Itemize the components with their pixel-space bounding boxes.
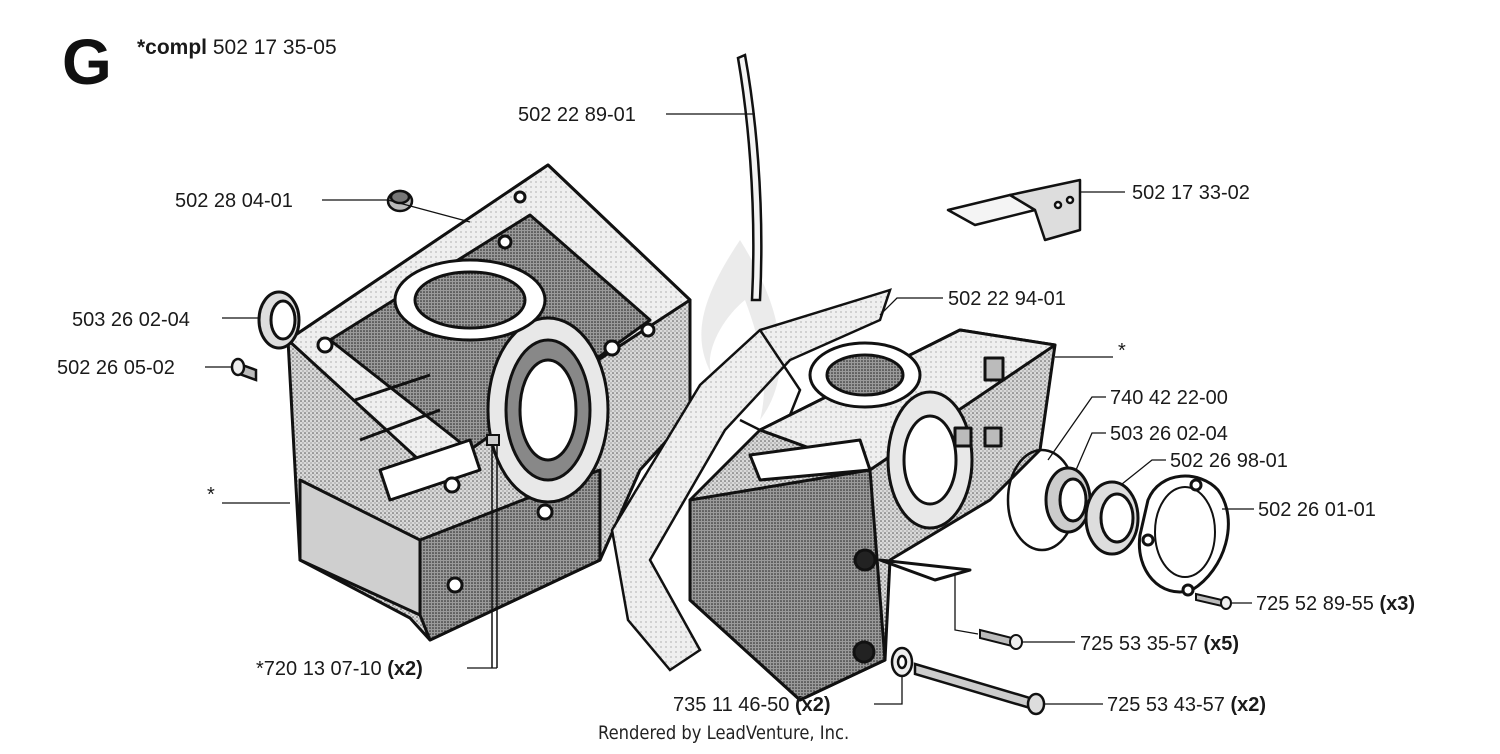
part-hose <box>736 53 763 302</box>
dowel-pin-number: *720 13 07-10 <box>256 658 382 680</box>
screw-x5-number: 725 53 35-57 <box>1080 633 1198 655</box>
washer-number: 735 11 46-50 <box>673 694 790 716</box>
compl-prefix: *compl <box>137 36 208 59</box>
part-long-bolt <box>913 662 1046 716</box>
footer-credit: Rendered by LeadVenture, Inc. <box>598 722 850 744</box>
long-bolt-number: 725 53 43-57 <box>1107 694 1225 716</box>
label-sleeve[interactable]: 502 26 05-02 <box>57 357 175 379</box>
compl-number: 502 17 35-05 <box>212 36 337 59</box>
washer-qty: (x2) <box>794 694 831 716</box>
label-screw-x3[interactable]: 725 52 89-55 (x3) <box>1256 593 1415 615</box>
section-letter: G <box>62 26 112 98</box>
part-screw-x5 <box>979 628 1023 650</box>
screw-x3-qty: (x3) <box>1379 593 1416 615</box>
part-screw-x3 <box>1195 592 1232 610</box>
part-sleeve <box>230 357 258 382</box>
right-crankcase-half <box>688 328 1057 702</box>
screw-x3-number: 725 52 89-55 <box>1256 593 1374 615</box>
label-plug[interactable]: 502 28 04-01 <box>175 190 293 212</box>
label-ring[interactable]: 740 42 22-00 <box>1110 387 1228 409</box>
part-seal-left <box>257 290 301 350</box>
part-seal-right <box>1044 466 1092 534</box>
label-bracket[interactable]: 502 17 33-02 <box>1132 182 1250 204</box>
complete-assembly-number: *compl 502 17 35-05 <box>137 36 337 60</box>
label-star-right: * <box>1118 340 1126 362</box>
label-hose[interactable]: 502 22 89-01 <box>518 104 636 126</box>
label-seal-left[interactable]: 503 26 02-04 <box>72 309 190 331</box>
label-long-bolt[interactable]: 725 53 43-57 (x2) <box>1107 694 1266 716</box>
watermark-text <box>470 455 1030 515</box>
label-screw-x5[interactable]: 725 53 35-57 (x5) <box>1080 633 1239 655</box>
label-seal-right[interactable]: 503 26 02-04 <box>1110 423 1228 445</box>
part-cover <box>1137 474 1230 597</box>
part-bearing <box>1084 480 1140 556</box>
part-washer <box>890 646 914 678</box>
label-star-left: * <box>207 484 215 506</box>
part-dowel-pins <box>486 434 500 668</box>
label-cover[interactable]: 502 26 01-01 <box>1258 499 1376 521</box>
label-bearing[interactable]: 502 26 98-01 <box>1170 450 1288 472</box>
leader-lines <box>205 113 1254 705</box>
label-gasket[interactable]: 502 22 94-01 <box>948 288 1066 310</box>
left-crankcase-half <box>286 163 692 642</box>
label-washer[interactable]: 735 11 46-50 (x2) <box>673 694 831 716</box>
part-bracket <box>946 178 1082 242</box>
screw-x5-qty: (x5) <box>1203 633 1240 655</box>
dowel-pin-qty: (x2) <box>387 658 423 680</box>
label-dowel-pin[interactable]: *720 13 07-10 (x2) <box>256 658 423 680</box>
long-bolt-qty: (x2) <box>1230 694 1267 716</box>
